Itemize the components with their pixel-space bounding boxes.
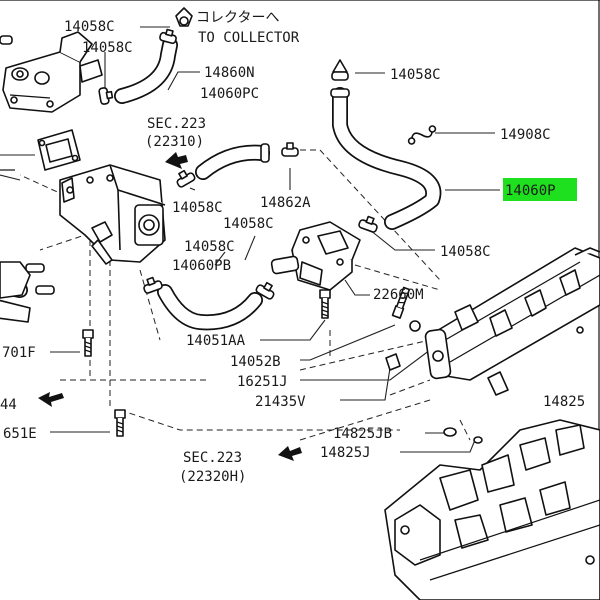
label-14058c: 14058C [223,216,274,232]
label-14058c: 14058C [172,200,223,216]
label-16251j: 16251J [237,374,288,390]
label-14860n: 14860N [204,65,255,81]
egr-valve [2,31,103,113]
label-14060pb: 14060PB [172,258,231,274]
arrow-left-44 [38,392,64,407]
label-14060pc: 14060PC [200,86,259,102]
left-parts [0,169,31,323]
leader-lines [0,26,590,453]
label-14058c: 14058C [184,239,235,255]
label-sec223: SEC.223 [183,450,242,466]
label-14825j: 14825J [320,445,371,461]
label-22320h: (22320H) [179,469,246,485]
label-japanese-to-collector: コレクターへ [196,10,279,26]
fuel-rail [424,247,600,396]
label-14060p: 14060P [505,183,556,199]
part-labels: 14058C 14058C コレクターへ TO COLLECTOR 14860N… [0,10,585,485]
label-22660m: 22660M [373,287,424,303]
hose-clamps [0,7,437,300]
label-14908c: 14908C [500,127,551,143]
label-14825: 14825 [543,394,585,410]
label-14825jb: 14825JB [333,426,392,442]
bolts [82,286,421,437]
label-14051aa: 14051AA [186,333,246,349]
label-44: 44 [0,397,17,413]
label-sec223: SEC.223 [147,116,206,132]
label-to-collector: TO COLLECTOR [198,30,300,46]
throttle-housing [59,164,166,265]
arrow-to-sec223-22310 [165,152,188,169]
part-highlight [503,178,577,201]
gasket [37,129,81,171]
hose-14060pc [195,144,270,180]
hose-14060pb [157,284,263,331]
direction-arrows [38,152,302,461]
label-14058c: 14058C [64,19,115,35]
washer [409,320,421,332]
small-parts [385,353,483,444]
label-14052b: 14052B [230,354,281,370]
label-14058c: 14058C [390,67,441,83]
label-22310: (22310) [145,134,204,150]
label-14058c: 14058C [82,40,133,56]
label-701f: 701F [2,345,36,361]
label-14862a: 14862A [260,195,311,211]
hose-14860n [114,37,178,104]
label-21435v: 21435V [255,394,306,410]
arrow-to-sec223-22320h [278,446,302,461]
intake-manifold [384,419,600,600]
label-14058c: 14058C [440,244,491,260]
label-651e: 651E [3,426,37,442]
hose-14060p [332,87,442,230]
thermostat-housing [270,221,361,291]
dashed-reference-lines [19,149,471,441]
